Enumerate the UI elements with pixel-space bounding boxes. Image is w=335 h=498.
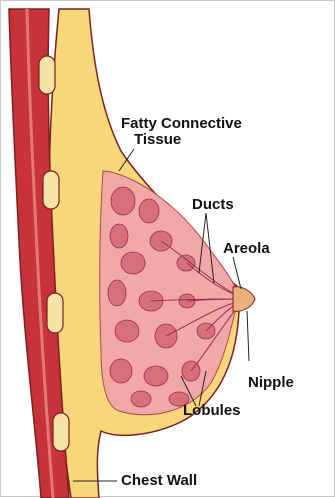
lobule [131, 391, 151, 407]
lobule [139, 199, 159, 223]
lobule [108, 280, 126, 306]
label-ducts: Ducts [192, 197, 234, 213]
label-tissue: Tissue [134, 132, 181, 148]
lobule [115, 320, 139, 342]
rib [43, 171, 59, 209]
lobule [110, 359, 132, 383]
rib [47, 293, 63, 333]
lobule [144, 366, 168, 386]
lobule [177, 255, 195, 271]
leader-nipple [247, 311, 249, 361]
rib [53, 413, 69, 451]
label-lobules: Lobules [183, 403, 241, 419]
lobule [111, 187, 135, 215]
label-areola: Areola [223, 241, 270, 257]
label-fatty-connective: Fatty Connective [121, 116, 242, 132]
label-nipple: Nipple [248, 375, 294, 391]
rib [39, 56, 55, 94]
lobule [110, 224, 128, 248]
nipple-shape [233, 287, 255, 312]
lobule [121, 252, 145, 274]
label-chest-wall: Chest Wall [121, 473, 197, 489]
